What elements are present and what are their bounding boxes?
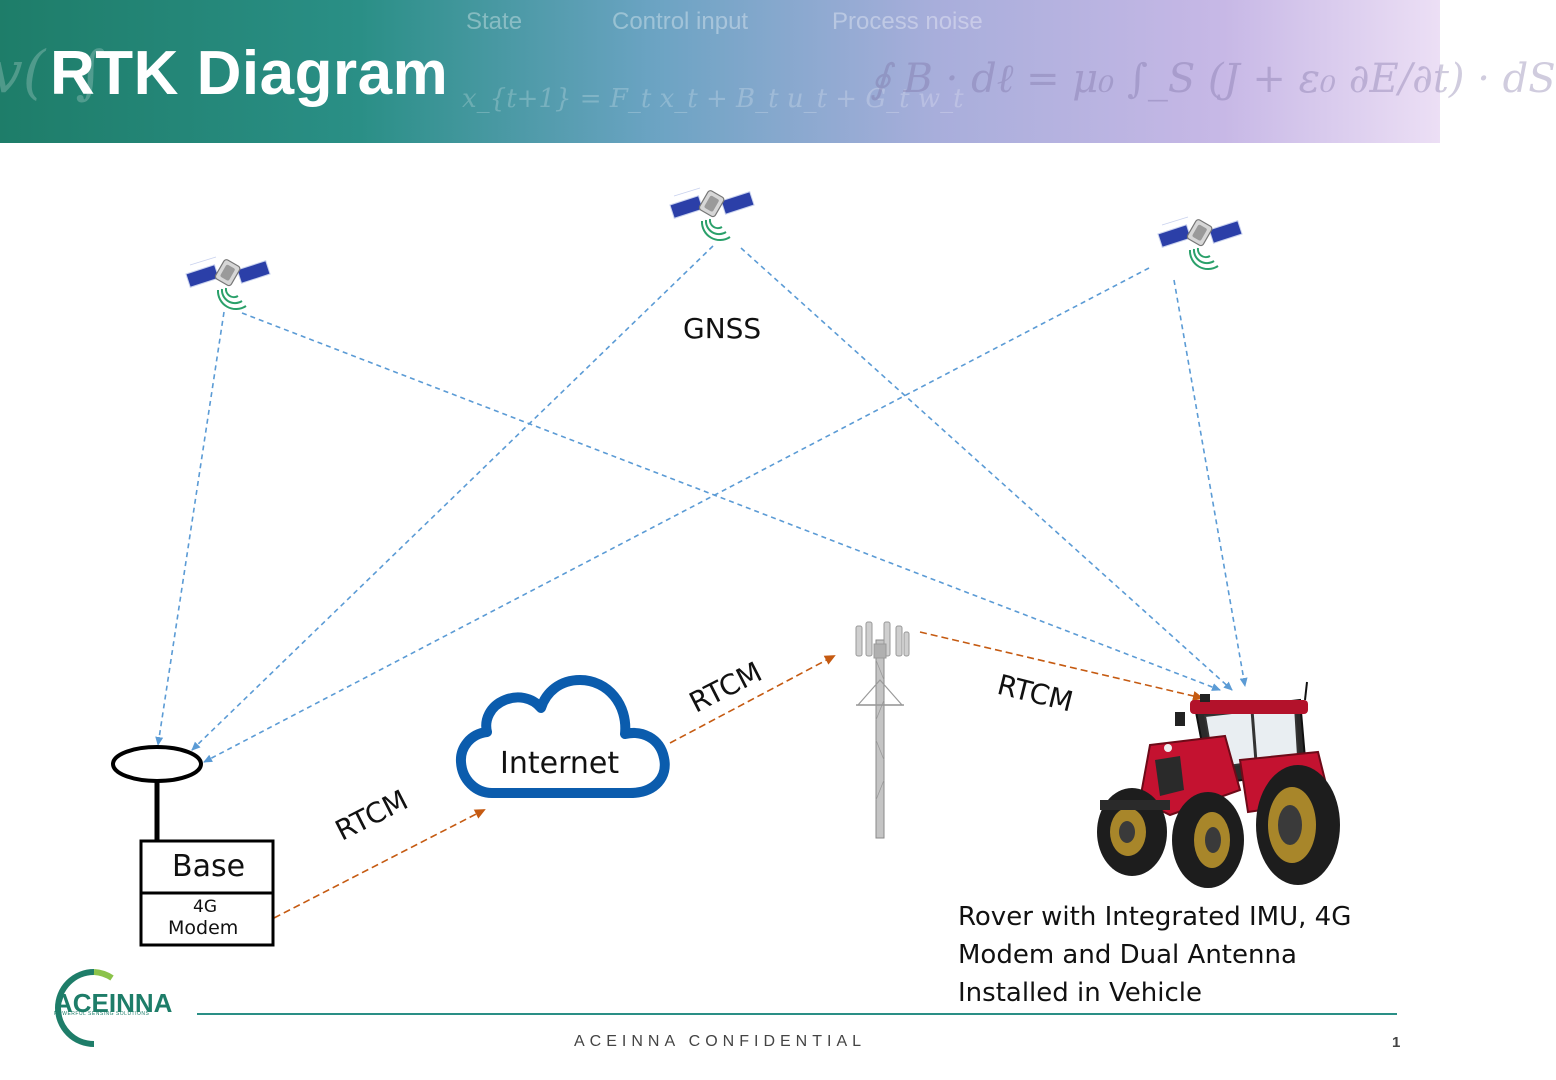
satellite-icon <box>1156 216 1244 271</box>
header-equation-ampere: ∮ B · dℓ = μ₀ ∫_S (J + ε₀ ∂E/∂t) · dS <box>870 56 1556 102</box>
satellite-icon <box>668 187 756 242</box>
rtcm-link-base-internet <box>273 809 486 919</box>
page-title: RTK Diagram <box>50 39 449 108</box>
tractor-icon <box>1097 681 1340 888</box>
rtcm-links <box>273 631 1204 919</box>
logo-tagline: POWERFUL SENSING SOLUTIONS <box>54 1011 150 1017</box>
gnss-link-sat3-rover <box>1173 279 1248 687</box>
gnss-link-sat3-base <box>203 267 1150 763</box>
logo-wordmark: ACEINNA <box>54 988 173 1018</box>
gnss-link-sat1-rover <box>241 312 1221 691</box>
header-equation-kalman: x_{t+1} = F_t x_t + B_t u_t + G_t w_t <box>462 84 964 114</box>
slide-header: v(∫ State Control input Process noise x_… <box>0 0 1556 143</box>
confidential-label: ACEINNA CONFIDENTIAL <box>573 1033 867 1050</box>
cloud-icon <box>455 675 670 798</box>
header-equation-left: v(∫ <box>0 38 106 106</box>
base-station <box>139 839 275 947</box>
gnss-links <box>155 245 1248 763</box>
header-label-state: State <box>466 8 523 35</box>
rover-caption: Rover with Integrated IMU, 4G Modem and … <box>958 902 1352 1008</box>
page-number: 1 <box>1392 1034 1401 1051</box>
base-label: Base <box>172 849 246 884</box>
header-label-control: Control input <box>612 8 749 35</box>
cell-tower-icon <box>855 621 910 839</box>
rtcm-link-internet-tower <box>669 655 836 744</box>
rtk-diagram <box>111 187 1340 947</box>
satellite-icon <box>184 256 272 311</box>
antenna-icon <box>111 745 203 842</box>
rtcm-link-tower-rover <box>919 631 1204 701</box>
modem-label-line1: 4G <box>193 897 217 917</box>
modem-label-line2: Modem <box>168 917 239 939</box>
gnss-link-sat1-base <box>155 311 225 746</box>
internet-label: Internet <box>500 746 620 781</box>
gnss-label: GNSS <box>683 312 762 345</box>
gnss-link-sat2-rover <box>740 247 1233 691</box>
gnss-link-sat2-base <box>191 245 714 751</box>
footer-divider <box>197 1013 1397 1015</box>
header-label-noise: Process noise <box>832 8 983 35</box>
aceinna-logo <box>55 969 114 1047</box>
